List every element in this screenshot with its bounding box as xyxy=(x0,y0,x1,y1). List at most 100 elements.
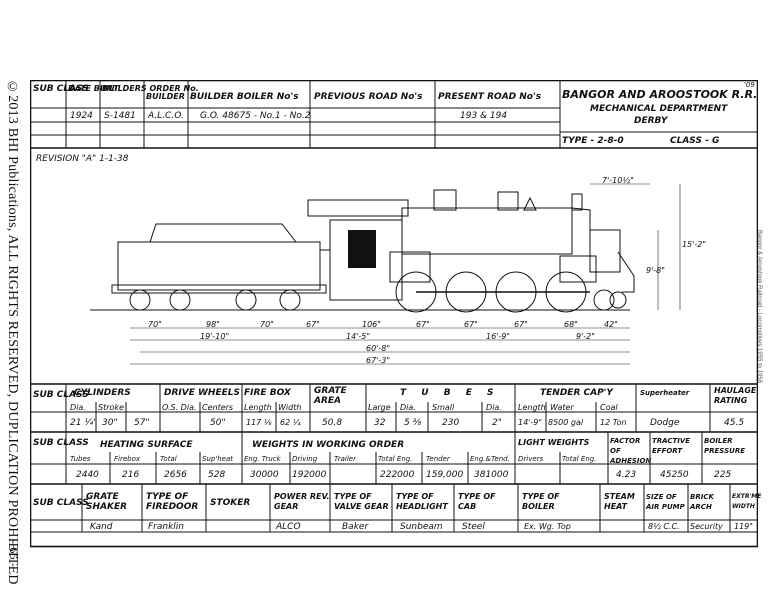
t2-val-6: 222000 xyxy=(380,470,415,480)
dim-span-2: 16'-9" xyxy=(486,332,511,341)
val-builder: A.L.C.O. xyxy=(148,111,184,121)
t1-cylinders: CYLINDERS xyxy=(74,388,131,398)
t3-val-2: ALCO xyxy=(276,522,301,532)
t2-light-weights: LIGHT WEIGHTS xyxy=(518,438,590,447)
t1-val-2: 57" xyxy=(134,418,150,428)
t3-firedoor: TYPE OF FIREDOOR xyxy=(146,492,199,512)
t1-sub-1: Stroke xyxy=(98,403,124,412)
t3-headlight: TYPE OF HEADLIGHT xyxy=(396,492,448,511)
val-builders-order: S-1481 xyxy=(104,111,136,121)
t2-val-5: 192000 xyxy=(292,470,327,480)
dim-wheel-1: 98" xyxy=(206,320,220,329)
page-number: - 65 - xyxy=(7,540,21,568)
t2-sub-11: Total Eng. xyxy=(562,455,597,463)
t1-superheater: Superheater xyxy=(640,389,690,397)
t2-sub-1: Firebox xyxy=(114,455,141,463)
t1-sub-0: Dia. xyxy=(70,403,86,412)
t1-sub-2: O.S. Dia. xyxy=(162,403,197,412)
t2-val-11: 225 xyxy=(714,470,732,480)
t1-sub-6: Large xyxy=(368,403,391,412)
dim-top-2: 15'-2" xyxy=(682,240,707,249)
t2-sub-0: Tubes xyxy=(70,455,91,463)
hdr-builders-order: BUILDERS ORDER No. xyxy=(102,84,199,93)
t1-sub-4: Length xyxy=(244,403,272,412)
dim-wheel-5: 67" xyxy=(416,320,430,329)
revision-note: REVISION "A" 1-1-38 xyxy=(36,154,129,164)
t3-steam-heat: STEAM HEAT xyxy=(604,492,635,511)
t1-sub-5: Width xyxy=(278,403,302,412)
t3-air-pump: SIZE OF AIR PUMP xyxy=(646,493,685,511)
t1-val-0: 21 ¼" xyxy=(70,418,98,428)
t1-tender-capy: TENDER CAP'Y xyxy=(540,388,613,398)
t2-sub-2: Total xyxy=(160,455,177,463)
dim-wheel-2: 70" xyxy=(260,320,274,329)
hdr-previous-road: PREVIOUS ROAD No's xyxy=(314,92,423,102)
t2-sub-6: Trailer xyxy=(334,455,356,463)
dim-span-3: 9'-2" xyxy=(576,332,595,341)
copyright-strip: ©2013 BHI Publications, ALL RIGHTS RESER… xyxy=(4,80,26,585)
dim-span-0: 19'-10" xyxy=(200,332,230,341)
copyright-text: ©2013 BHI Publications, ALL RIGHTS RESER… xyxy=(5,80,20,585)
t1-sub-7: Dia. xyxy=(400,403,416,412)
t2-val-4: 30000 xyxy=(250,470,279,480)
dim-wheel-7: 67" xyxy=(514,320,528,329)
dim-wheel-8: 68" xyxy=(564,320,578,329)
t3-power-rev: POWER REV. GEAR xyxy=(274,492,330,511)
t2-sub-3: Sup'heat xyxy=(202,455,234,463)
t2-val-8: 381000 xyxy=(474,470,509,480)
t3-val-1: Franklin xyxy=(148,522,185,532)
t2-weights: WEIGHTS IN WORKING ORDER xyxy=(252,440,405,450)
t3-brick-arch: BRICK ARCH xyxy=(690,493,714,511)
loco-type: TYPE - 2-8-0 xyxy=(562,136,624,146)
t1-val-13: 12 Ton xyxy=(600,418,627,427)
hdr-builder: BUILDER xyxy=(146,92,185,101)
t2-sub-8: Tender xyxy=(426,455,450,463)
t1-val-9: 230 xyxy=(442,418,460,428)
hdr-sub-class: SUB CLASS xyxy=(33,84,89,94)
dim-overall-0: 60'-8" xyxy=(366,344,391,353)
hdr-present-road: PRESENT ROAD No's xyxy=(438,92,542,102)
t2-val-9: 4.23 xyxy=(616,470,637,480)
t1-sub-10: Length xyxy=(518,403,546,412)
dim-wheel-6: 67" xyxy=(464,320,478,329)
t1-val-5: 62 ¼ xyxy=(280,418,301,427)
t3-val-3: Baker xyxy=(342,522,369,532)
dim-wheel-3: 67" xyxy=(306,320,320,329)
t1-sub-3: Centers xyxy=(202,403,234,412)
t3-val-9: 119" xyxy=(734,522,753,531)
hdr-builder-boiler: BUILDER BOILER No's xyxy=(190,92,299,102)
t3-sub-class: SUB CLASS xyxy=(33,498,89,508)
t2-sub-9: Eng.&Tend. xyxy=(470,455,510,463)
t2-sub-5: Driving xyxy=(292,455,318,463)
t2-val-10: 45250 xyxy=(660,470,689,480)
loco-class: CLASS - G xyxy=(670,136,720,146)
t3-valve-gear: TYPE OF VALVE GEAR xyxy=(334,492,389,511)
t1-drive-wheels: DRIVE WHEELS xyxy=(164,388,240,398)
t1-val-1: 30" xyxy=(102,418,118,428)
t3-extreme-width: EXTR'ME WIDTH xyxy=(732,493,762,510)
t1-val-14: Dodge xyxy=(650,418,680,428)
location: DERBY xyxy=(634,116,668,126)
t1-val-4: 117 ⅛ xyxy=(246,418,272,427)
hdr-date-built: DATE BUILT xyxy=(68,84,119,93)
t2-boiler-pressure: BOILER PRESSURE xyxy=(704,437,745,455)
t1-val-6: 50.8 xyxy=(322,418,343,428)
val-builder-boiler: G.O. 48675 - No.1 - No.2 xyxy=(200,111,311,121)
t1-val-11: 14'-9" xyxy=(518,418,543,427)
t1-val-12: 8500 gal xyxy=(548,418,584,427)
dim-wheel-0: 70" xyxy=(148,320,162,329)
t1-sub-9: Dia. xyxy=(486,403,502,412)
t3-val-8: Security xyxy=(690,522,723,531)
t2-sub-4: Eng. Truck xyxy=(244,455,281,463)
t3-val-6: Ex. Wg. Top xyxy=(524,522,571,531)
t1-sub-class: SUB CLASS xyxy=(33,390,89,400)
t1-val-10: 2" xyxy=(492,418,502,428)
locomotive-drawing xyxy=(90,183,681,365)
t3-boiler: TYPE OF BOILER xyxy=(522,492,560,511)
val-date-built: 1924 xyxy=(70,111,93,121)
sheet-lines xyxy=(30,80,758,548)
dim-overall-1: 67'-3" xyxy=(366,356,391,365)
dim-top-1: 9'-8" xyxy=(646,266,665,275)
right-caption: Bangor & Aroostook Railroad - Locomotive… xyxy=(756,230,762,388)
t3-val-5: Steel xyxy=(462,522,485,532)
